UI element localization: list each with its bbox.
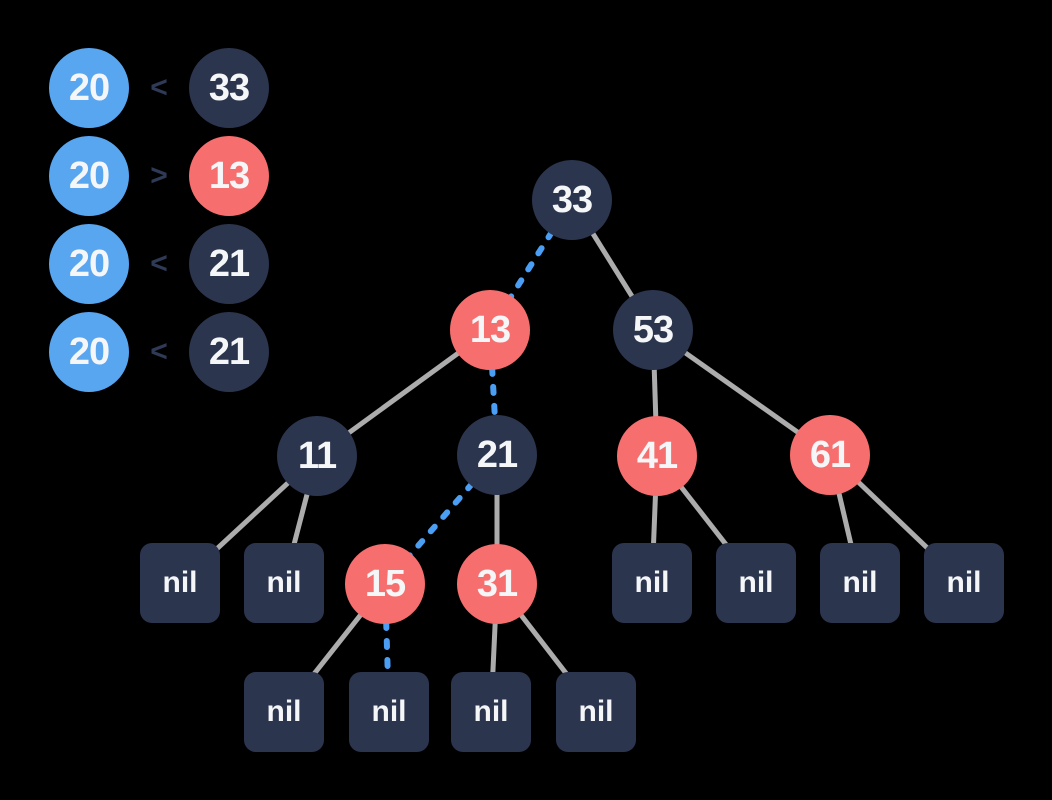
tree-node-21: 21 bbox=[457, 415, 537, 495]
nil-leaf-node: nil bbox=[349, 672, 429, 752]
search-key-label: 20 bbox=[68, 154, 110, 197]
search-key-label: 20 bbox=[68, 66, 110, 109]
comparison-operator-icon: < bbox=[150, 71, 168, 104]
compared-node-label: 33 bbox=[208, 66, 250, 109]
node-label: 61 bbox=[809, 433, 851, 476]
nil-leaf-node: nil bbox=[244, 672, 324, 752]
compared-node-label: 13 bbox=[208, 154, 250, 197]
search-key-badge: 20 bbox=[49, 136, 129, 216]
node-label: 41 bbox=[636, 434, 678, 477]
node-label: 33 bbox=[551, 178, 593, 221]
node-label: 31 bbox=[476, 562, 518, 605]
node-label: nil bbox=[162, 566, 198, 599]
node-label: nil bbox=[634, 566, 670, 599]
nil-leaf-node: nil bbox=[556, 672, 636, 752]
compared-node-label: 21 bbox=[208, 330, 250, 373]
search-key-label: 20 bbox=[68, 330, 110, 373]
tree-node-53: 53 bbox=[613, 290, 693, 370]
tree-node-13: 13 bbox=[450, 290, 530, 370]
tree-node-41: 41 bbox=[617, 416, 697, 496]
tree-node-15: 15 bbox=[345, 544, 425, 624]
compared-node-badge: 21 bbox=[189, 224, 269, 304]
nil-leaf-node: nil bbox=[820, 543, 900, 623]
node-label: nil bbox=[371, 695, 407, 728]
compared-node-label: 21 bbox=[208, 242, 250, 285]
compared-node-badge: 13 bbox=[189, 136, 269, 216]
node-label: 15 bbox=[364, 562, 406, 605]
tree-node-11: 11 bbox=[277, 416, 357, 496]
search-key-label: 20 bbox=[68, 242, 110, 285]
node-label: nil bbox=[266, 695, 302, 728]
nil-leaf-node: nil bbox=[716, 543, 796, 623]
node-label: 21 bbox=[476, 433, 518, 476]
node-label: nil bbox=[578, 695, 614, 728]
node-label: 53 bbox=[632, 308, 674, 351]
compared-node-badge: 21 bbox=[189, 312, 269, 392]
comparison-operator-icon: > bbox=[150, 159, 168, 192]
nil-leaf-node: nil bbox=[612, 543, 692, 623]
search-key-badge: 20 bbox=[49, 312, 129, 392]
node-label: nil bbox=[473, 695, 509, 728]
node-label: nil bbox=[738, 566, 774, 599]
nil-leaf-node: nil bbox=[924, 543, 1004, 623]
compared-node-badge: 33 bbox=[189, 48, 269, 128]
node-label: 11 bbox=[297, 434, 337, 477]
tree-node-33: 33 bbox=[532, 160, 612, 240]
nil-leaf-node: nil bbox=[451, 672, 531, 752]
node-label: nil bbox=[842, 566, 878, 599]
nil-leaf-node: nil bbox=[140, 543, 220, 623]
tree-node-31: 31 bbox=[457, 544, 537, 624]
search-key-badge: 20 bbox=[49, 48, 129, 128]
node-label: 13 bbox=[469, 308, 511, 351]
node-label: nil bbox=[946, 566, 982, 599]
tree-node-61: 61 bbox=[790, 415, 870, 495]
comparison-operator-icon: < bbox=[150, 247, 168, 280]
node-label: nil bbox=[266, 566, 302, 599]
search-key-badge: 20 bbox=[49, 224, 129, 304]
nil-leaf-node: nil bbox=[244, 543, 324, 623]
comparison-operator-icon: < bbox=[150, 335, 168, 368]
